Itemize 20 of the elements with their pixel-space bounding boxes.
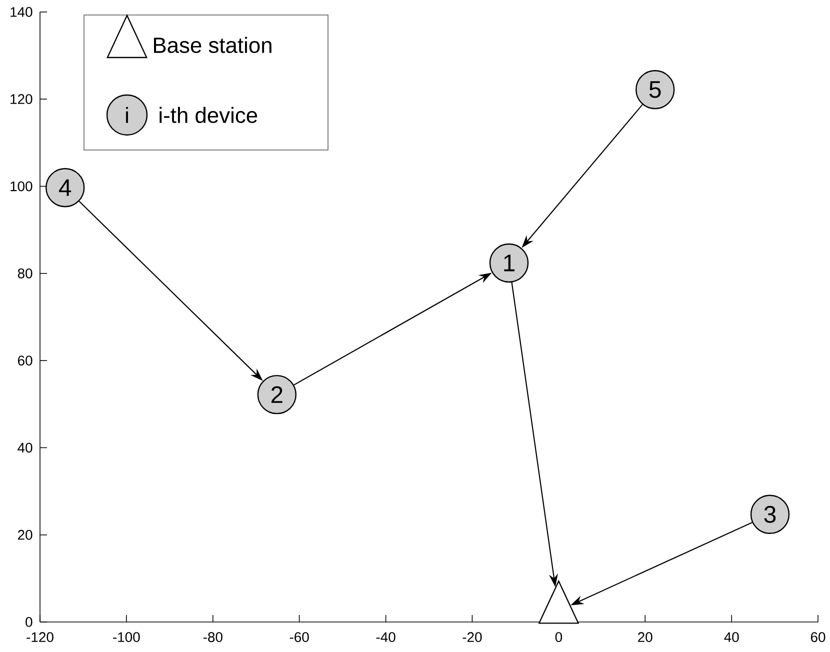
tick-label: 20: [638, 632, 652, 642]
tick-label: -120: [26, 632, 54, 642]
tick-label: -60: [290, 632, 309, 642]
tick-label: 60: [18, 356, 32, 366]
tick-label: -100: [113, 632, 140, 642]
tick-label: 140: [10, 7, 32, 17]
legend-label: i-th device: [160, 106, 258, 124]
tick-label: 0: [26, 617, 32, 627]
tick-label: -40: [376, 632, 396, 642]
tick-label: 60: [810, 632, 826, 642]
tick-label: 0: [555, 632, 562, 642]
tick-label: -20: [462, 632, 482, 642]
tick-label: -80: [203, 632, 222, 642]
tick-label: 100: [10, 181, 32, 192]
legend-label: Base station: [154, 36, 272, 54]
tick-label: 20: [18, 530, 32, 540]
tick-label: 120: [10, 94, 32, 104]
tick-label: 40: [18, 442, 32, 453]
tick-label: 80: [18, 268, 32, 278]
tick-label: 40: [724, 632, 739, 642]
